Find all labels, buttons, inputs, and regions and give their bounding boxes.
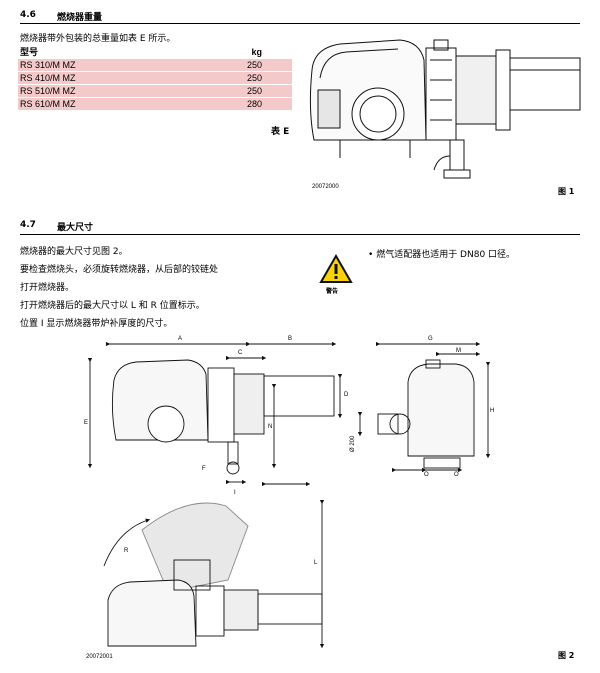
section-4-6-title: 燃烧器重量 xyxy=(57,13,103,23)
section-4-6-number: 4.6 xyxy=(20,10,36,20)
dims-line: 位置 I 显示燃烧器带炉补厚度的尺寸。 xyxy=(20,319,173,329)
dim-n: N xyxy=(268,424,273,430)
dim-g: G xyxy=(428,336,433,342)
table-row: RS 410/M MZ 250 xyxy=(18,71,292,85)
row-model: RS 310/M MZ xyxy=(18,58,169,72)
fig2-label: 图 2 xyxy=(558,651,575,660)
section-4-7-number: 4.7 xyxy=(20,220,36,230)
table-row: RS 510/M MZ 250 xyxy=(18,84,292,98)
warning-text: • 燃气适配器也适用于 DN80 口径。 xyxy=(368,247,515,260)
dims-line: 要检查燃烧头，必须旋转燃烧器，从后部的铰链处 xyxy=(20,265,219,275)
fig2-code: 20072001 xyxy=(86,654,113,660)
warning-icon xyxy=(319,254,353,283)
dim-c: C xyxy=(238,350,243,356)
weights-intro: 燃烧器带外包装的总重量如表 E 所示。 xyxy=(20,34,176,44)
dim-a: A xyxy=(178,336,183,342)
dim-r: R xyxy=(124,548,129,554)
row-kg: 250 xyxy=(168,71,292,85)
dims-line: 燃烧器的最大尺寸见图 2。 xyxy=(20,247,128,257)
burner-figure-1 xyxy=(309,39,581,179)
table-row: RS 310/M MZ 250 xyxy=(18,58,292,72)
dimensions-text: 燃烧器的最大尺寸见图 2。 要检查燃烧头，必须旋转燃烧器，从后部的铰链处 打开燃… xyxy=(20,243,310,333)
col-model-header: 型号 xyxy=(20,47,39,57)
dims-line: 打开燃烧器。 xyxy=(20,283,75,293)
section-4-7-title: 最大尺寸 xyxy=(57,223,94,233)
row-model: RS 410/M MZ xyxy=(18,71,169,85)
dim-e: E xyxy=(84,420,89,426)
dim-i: I xyxy=(234,490,236,496)
row-model: RS 610/M MZ xyxy=(18,97,169,110)
fig1-code: 20072000 xyxy=(312,184,339,190)
dim-d: D xyxy=(344,392,349,398)
warning-label: 警告 xyxy=(326,288,339,295)
dim-diameter-200: Ø 200 xyxy=(350,435,356,452)
row-kg: 250 xyxy=(168,84,292,98)
dim-b: B xyxy=(288,336,293,342)
row-kg: 250 xyxy=(168,58,292,72)
row-kg: 280 xyxy=(168,97,292,110)
dim-o-right: O xyxy=(454,472,459,478)
dim-o-left: O xyxy=(424,472,429,478)
weights-table: 型号 kg RS 310/M MZ 250 RS 410/M MZ 250 RS… xyxy=(18,45,292,110)
row-model: RS 510/M MZ xyxy=(18,84,169,98)
warning-message: 燃气适配器也适用于 DN80 口径。 xyxy=(376,250,516,260)
table-row: RS 610/M MZ 280 xyxy=(18,97,292,110)
dim-m: M xyxy=(456,348,461,354)
fig1-label: 图 1 xyxy=(558,187,575,196)
dims-line: 打开燃烧器后的最大尺寸以 L 和 R 位置标示。 xyxy=(20,301,205,311)
section-rule xyxy=(20,23,580,24)
col-kg-header: kg xyxy=(251,46,262,57)
section-rule xyxy=(20,234,580,235)
dim-l: L xyxy=(314,560,318,566)
dim-h: H xyxy=(490,408,495,414)
burner-dimensions-figure-2 xyxy=(87,341,491,649)
dim-f: F xyxy=(202,466,206,472)
table-e-label: 表 E xyxy=(271,127,290,137)
warning-bullet: • xyxy=(368,250,374,260)
